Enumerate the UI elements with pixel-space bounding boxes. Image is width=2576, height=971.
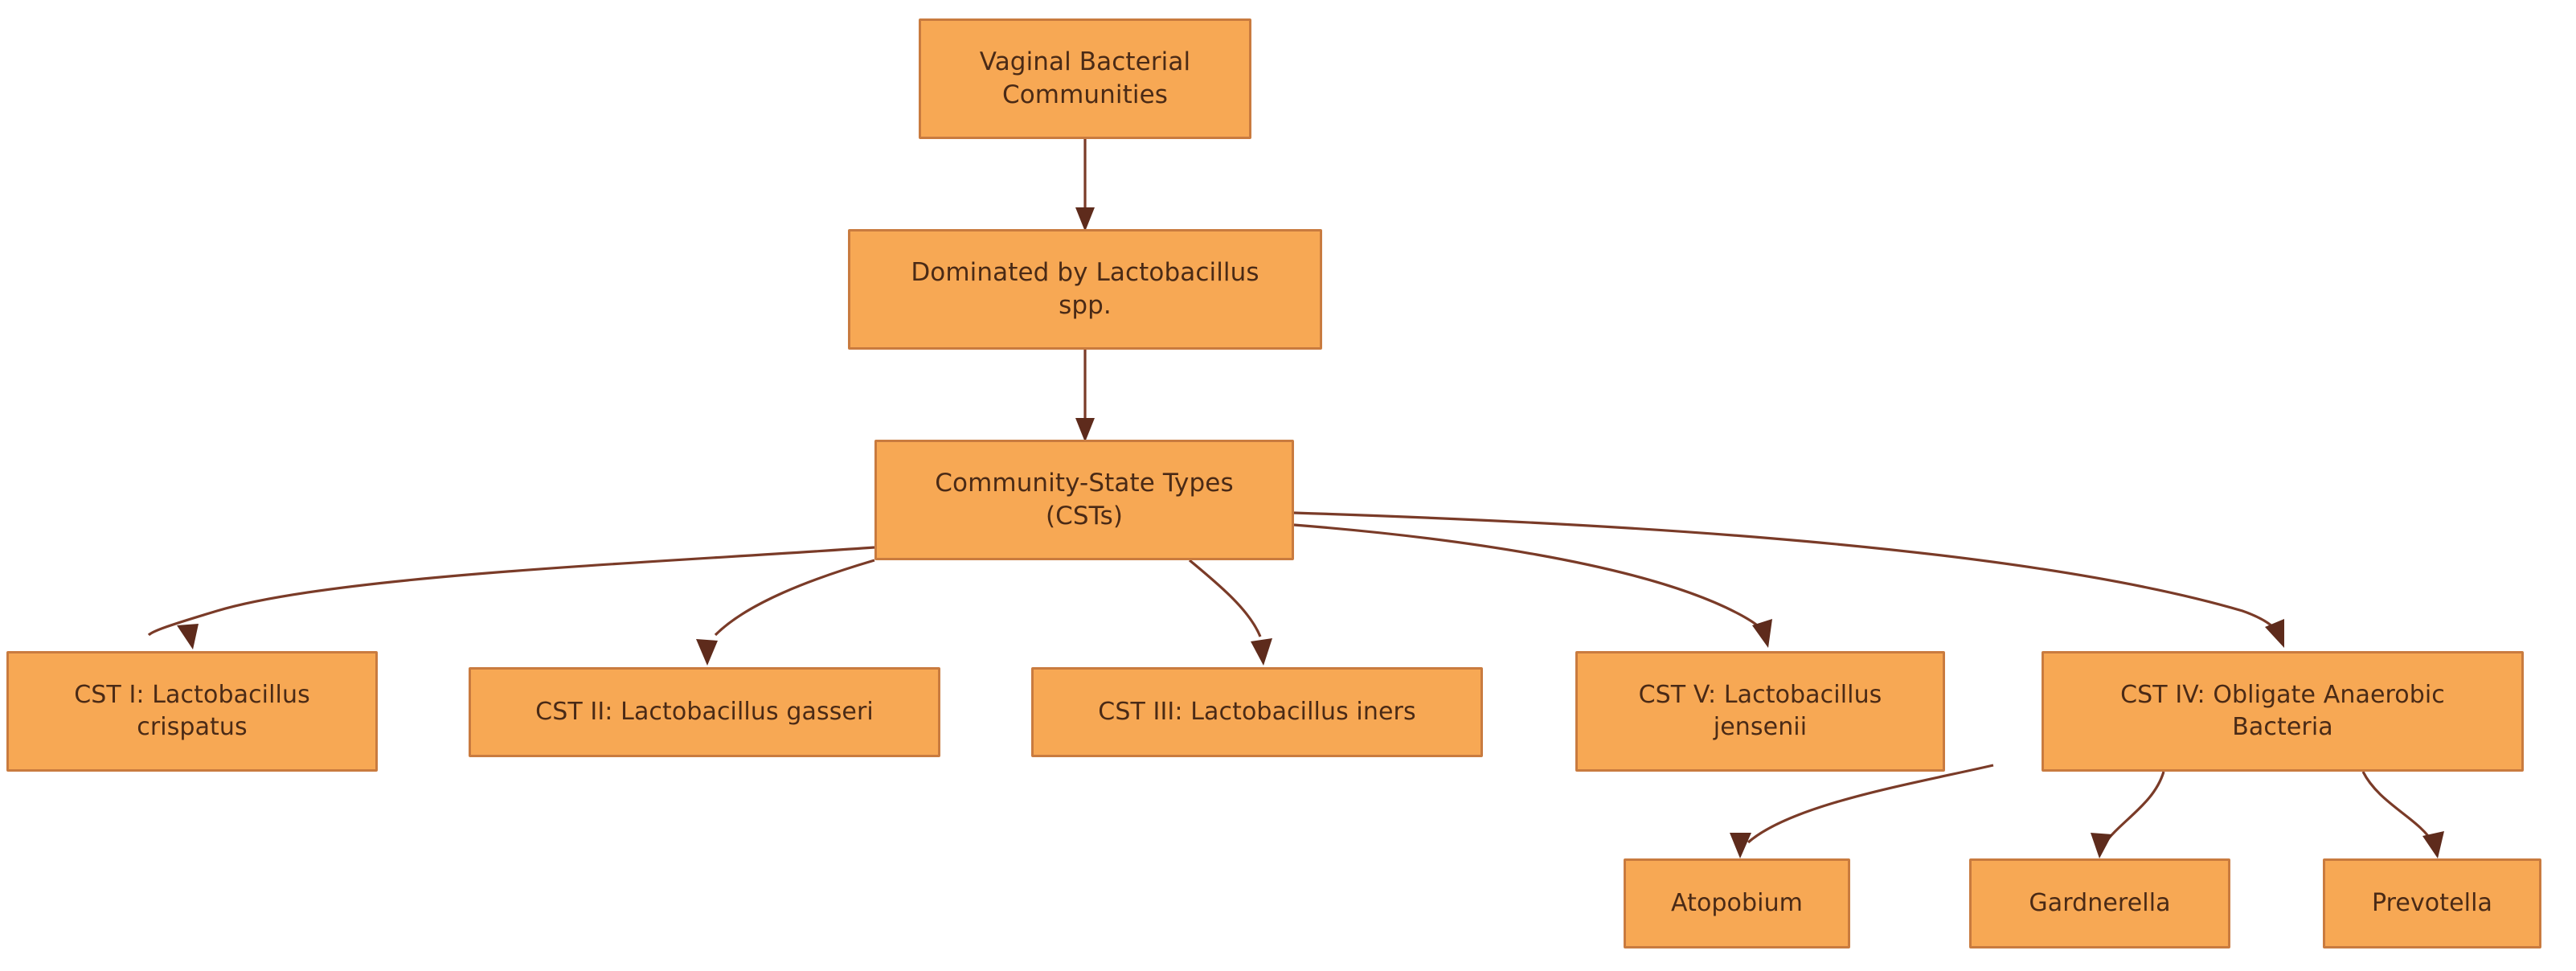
node-atopobium[interactable]: Atopobium [1624, 858, 1850, 948]
node-label: Prevotella [2371, 889, 2493, 918]
node-prevotella[interactable]: Prevotella [2323, 858, 2541, 948]
node-label: CST V: Lactobacillus jensenii [1638, 681, 1882, 741]
edge-cst4-to-prevo [2361, 771, 2444, 858]
node-cst-v-lactobacillus-jensenii[interactable]: CST V: Lactobacillus jensenii [1575, 651, 1945, 772]
edge-cst4-to-atopo [1730, 764, 1994, 858]
node-cst-iv-obligate-anaerobic-bacteria[interactable]: CST IV: Obligate Anaerobic Bacteria [2042, 651, 2524, 772]
edge-csts-to-cst3 [1188, 559, 1272, 666]
edge-lacto-to-csts [1075, 350, 1095, 442]
node-label: Atopobium [1670, 889, 1804, 918]
edge-cst4-to-gardn [2091, 771, 2165, 858]
node-label: Vaginal Bacterial Communities [979, 47, 1191, 109]
node-community-state-types[interactable]: Community-State Types (CSTs) [874, 440, 1294, 560]
node-label: CST III: Lactobacillus iners [1098, 698, 1416, 727]
node-vaginal-bacterial-communities[interactable]: Vaginal Bacterial Communities [919, 18, 1251, 139]
node-label: CST II: Lactobacillus gasseri [535, 698, 874, 727]
node-label: CST I: Lactobacillus crispatus [74, 681, 310, 741]
node-cst-iii-lactobacillus-iners[interactable]: CST III: Lactobacillus iners [1031, 667, 1483, 757]
node-label: Dominated by Lactobacillus spp. [911, 258, 1259, 320]
node-label: Gardnerella [2029, 889, 2171, 918]
node-gardnerella[interactable]: Gardnerella [1969, 858, 2230, 948]
edge-csts-to-cst2 [696, 559, 875, 666]
node-cst-i-lactobacillus-crispatus[interactable]: CST I: Lactobacillus crispatus [6, 651, 378, 772]
node-dominated-by-lactobacillus[interactable]: Dominated by Lactobacillus spp. [848, 229, 1322, 350]
edge-csts-to-cst4 [1293, 511, 2284, 648]
node-label: Community-State Types (CSTs) [935, 469, 1234, 531]
node-cst-ii-lactobacillus-gasseri[interactable]: CST II: Lactobacillus gasseri [469, 667, 940, 757]
edge-csts-to-cst5 [1293, 523, 1772, 648]
edge-csts-to-cst1 [147, 546, 875, 649]
edge-root-to-lacto [1075, 139, 1095, 231]
node-label: CST IV: Obligate Anaerobic Bacteria [2120, 681, 2445, 741]
